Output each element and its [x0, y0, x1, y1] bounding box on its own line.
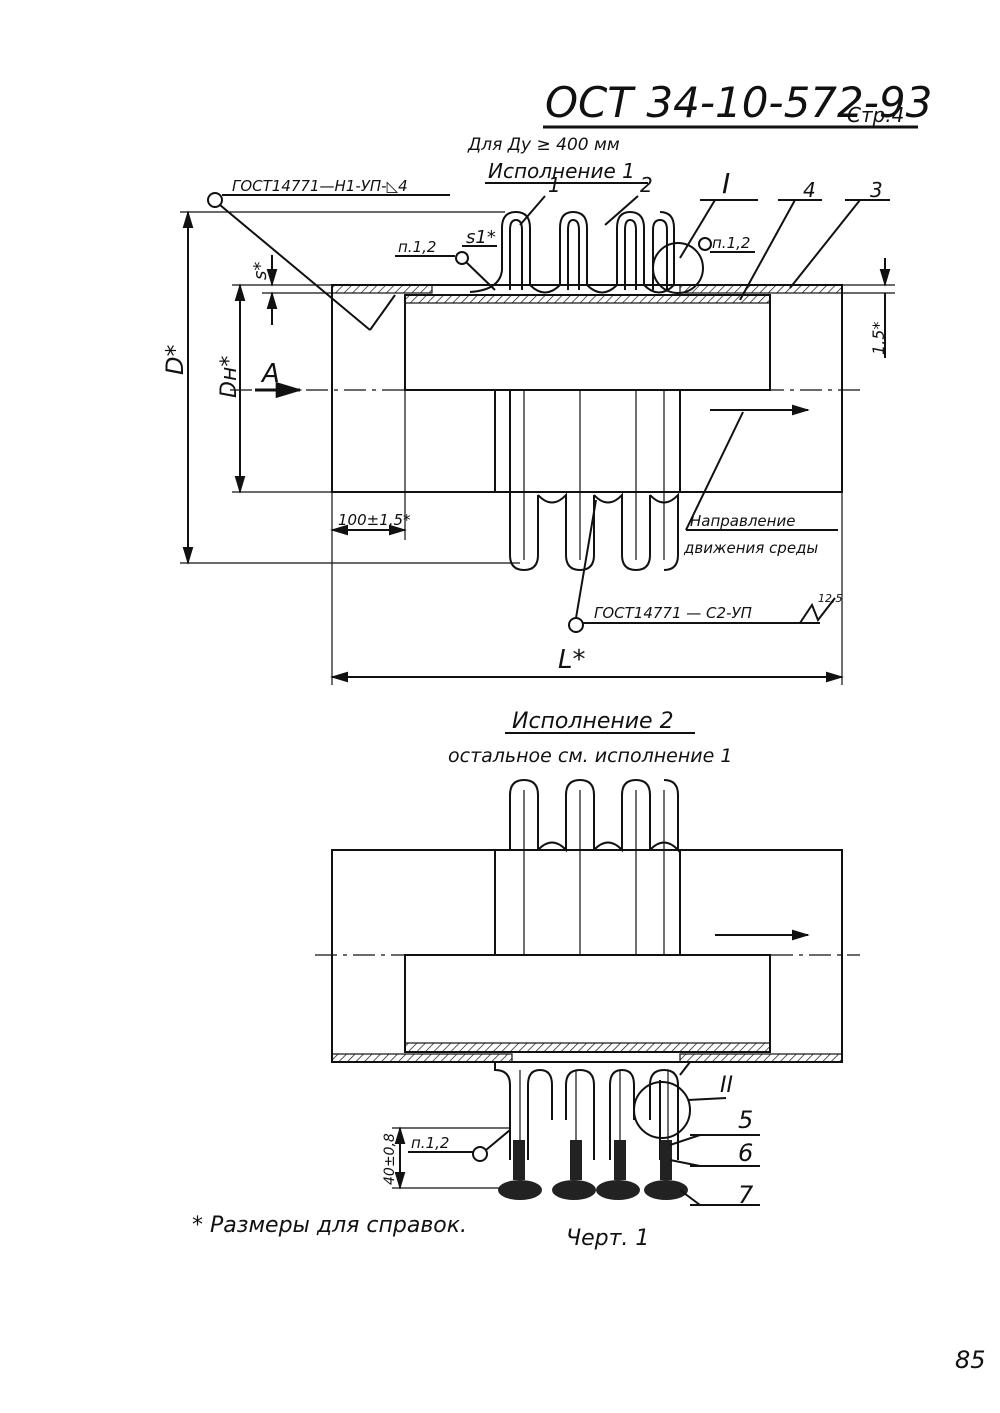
pos-4: 4	[803, 178, 816, 202]
dim-l: L*	[558, 645, 586, 675]
flow-leader	[685, 411, 744, 531]
pos-7: 7	[738, 1181, 754, 1209]
v2-dim-ring: 40±0,8	[382, 1133, 398, 1185]
weld-mark-bottom	[568, 617, 584, 633]
flow-label-2: движения среды	[683, 539, 818, 557]
v2-sleeve-wall	[404, 1042, 771, 1053]
v1-condition: Для Ду ≥ 400 мм	[467, 135, 620, 155]
view-a-label: А	[260, 359, 280, 389]
page-label: Стр.4	[847, 103, 904, 127]
v2-title: Исполнение 2	[512, 709, 674, 734]
footnote: * Размеры для справок.	[192, 1213, 467, 1238]
detail-ii-circle	[633, 1081, 691, 1139]
detail-ii-label: II	[720, 1073, 733, 1098]
ref-left: п.1,2	[398, 238, 436, 256]
header-block: ОСТ 34-10-572-93 Стр.4	[543, 78, 932, 129]
v2-bellows-lower	[494, 1061, 691, 1200]
pipe-wall-right	[679, 284, 843, 294]
footer-block: * Размеры для справок. Черт. 1 85	[192, 1213, 986, 1374]
detail-i-circle	[652, 242, 704, 294]
weld-leader-bottom	[575, 499, 597, 619]
v2-inner-sleeve	[404, 954, 771, 1053]
v2-wall-right	[679, 1053, 843, 1063]
v2-bellows-upper	[494, 778, 681, 955]
inner-sleeve	[404, 294, 771, 391]
dim-d: D*	[161, 345, 189, 375]
standard-number: ОСТ 34-10-572-93	[545, 78, 932, 127]
inner-sleeve-wall	[404, 294, 771, 304]
detail-i-label: I	[722, 167, 730, 200]
version1-view: Для Ду ≥ 400 мм Исполнение 1 ГОСТ14771—Н…	[161, 135, 895, 685]
pos-3: 3	[870, 178, 883, 202]
dim-s1: s1*	[466, 227, 496, 248]
weld-spec-bottom: ГОСТ14771 — С2-УП	[594, 604, 752, 622]
dim-end-len: 100±1,5*	[338, 511, 411, 529]
v2-pipe-outline	[331, 849, 843, 1063]
v2-wall-left	[331, 1053, 513, 1063]
bellows-top	[469, 210, 675, 294]
ref-right: п.1,2	[712, 234, 750, 252]
weld-spec-top: ГОСТ14771—Н1-УП-◺4	[232, 177, 408, 195]
version2-view: Исполнение 2 остальное см. исполнение 1	[315, 709, 860, 1209]
v2-ref: п.1,2	[411, 1134, 449, 1152]
pos-1: 1	[548, 173, 561, 197]
v2-subtitle: остальное см. исполнение 1	[448, 745, 732, 767]
pos-6: 6	[738, 1139, 753, 1167]
dim-s: s*	[250, 262, 271, 280]
roughness-value: 12,5	[818, 592, 843, 605]
flow-label-1: Направление	[690, 512, 795, 530]
weld-mark-top	[207, 192, 223, 208]
pipe-outline	[331, 284, 843, 493]
pipe-wall-left	[331, 284, 433, 294]
weld-leader-tick	[369, 294, 396, 331]
pos-5: 5	[738, 1106, 753, 1134]
v1-title: Исполнение 1	[488, 159, 635, 183]
page-number: 85	[955, 1346, 986, 1374]
bellows-lower	[332, 389, 842, 572]
figure-label: Черт. 1	[566, 1226, 649, 1251]
dim-gap: 1,5*	[869, 322, 888, 355]
weld-leader-top	[219, 204, 371, 331]
pos-2: 2	[640, 173, 653, 197]
dim-dn: Dн*	[217, 356, 242, 398]
